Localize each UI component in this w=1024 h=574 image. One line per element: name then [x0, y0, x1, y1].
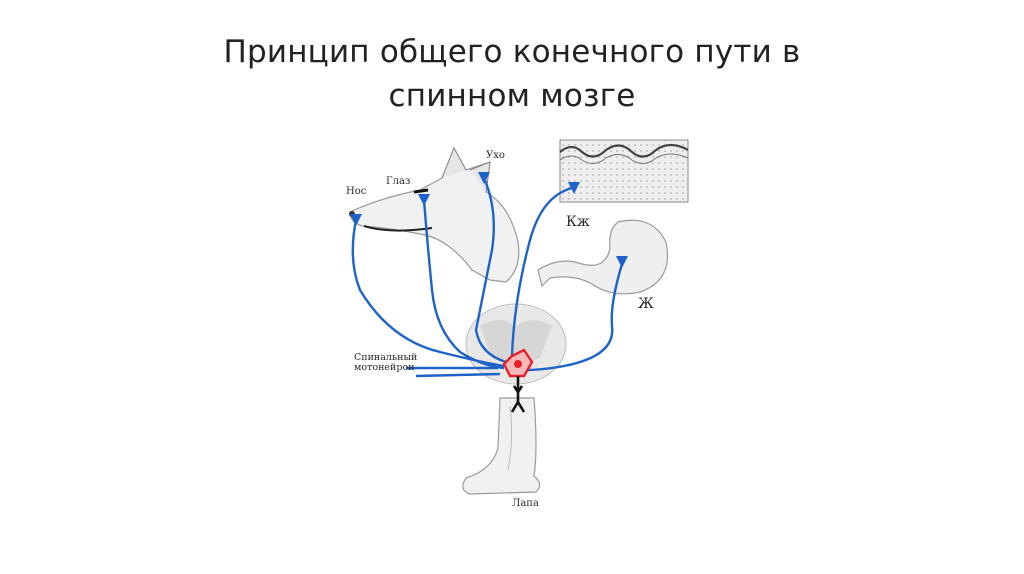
label-nose: Нос [346, 186, 367, 197]
receptor-stomach [616, 256, 628, 268]
slide-title: Принцип общего конечного пути в спинном … [0, 30, 1024, 118]
stomach-illustration [537, 219, 669, 295]
final-common-path-diagram: Нос Глаз Ухо Кж Ж Спинальный мотонейрон … [320, 130, 690, 510]
efferent-axon [510, 376, 526, 413]
receptor-ear [478, 172, 490, 184]
label-stomach: Ж [638, 296, 654, 312]
label-motoneuron-line-2: мотонейрон [354, 362, 415, 373]
title-line-1: Принцип общего конечного пути в [223, 34, 801, 70]
afferent-pathways [351, 177, 624, 378]
label-eye: Глаз [386, 176, 410, 187]
pathway-ear [474, 177, 507, 364]
receptor-nose [350, 214, 362, 226]
pathway-skin [510, 186, 573, 357]
receptor-endings [350, 172, 628, 268]
spinal-motoneuron-cell [502, 348, 534, 378]
skin-sample-illustration [559, 139, 689, 203]
pathway-stomach [525, 263, 624, 372]
title-line-2: спинном мозге [388, 78, 636, 114]
dog-head-illustration [349, 146, 520, 283]
pathway-input-2 [415, 372, 501, 378]
receptor-eye [418, 194, 430, 206]
label-paw: Лапа [512, 498, 539, 509]
receptor-skin [568, 182, 580, 194]
label-skin: Кж [566, 214, 590, 230]
dog-leg-illustration [462, 397, 541, 495]
label-ear: Ухо [486, 150, 505, 161]
pathway-eye [422, 199, 505, 370]
label-motoneuron-line-1: Спинальный [354, 352, 417, 363]
